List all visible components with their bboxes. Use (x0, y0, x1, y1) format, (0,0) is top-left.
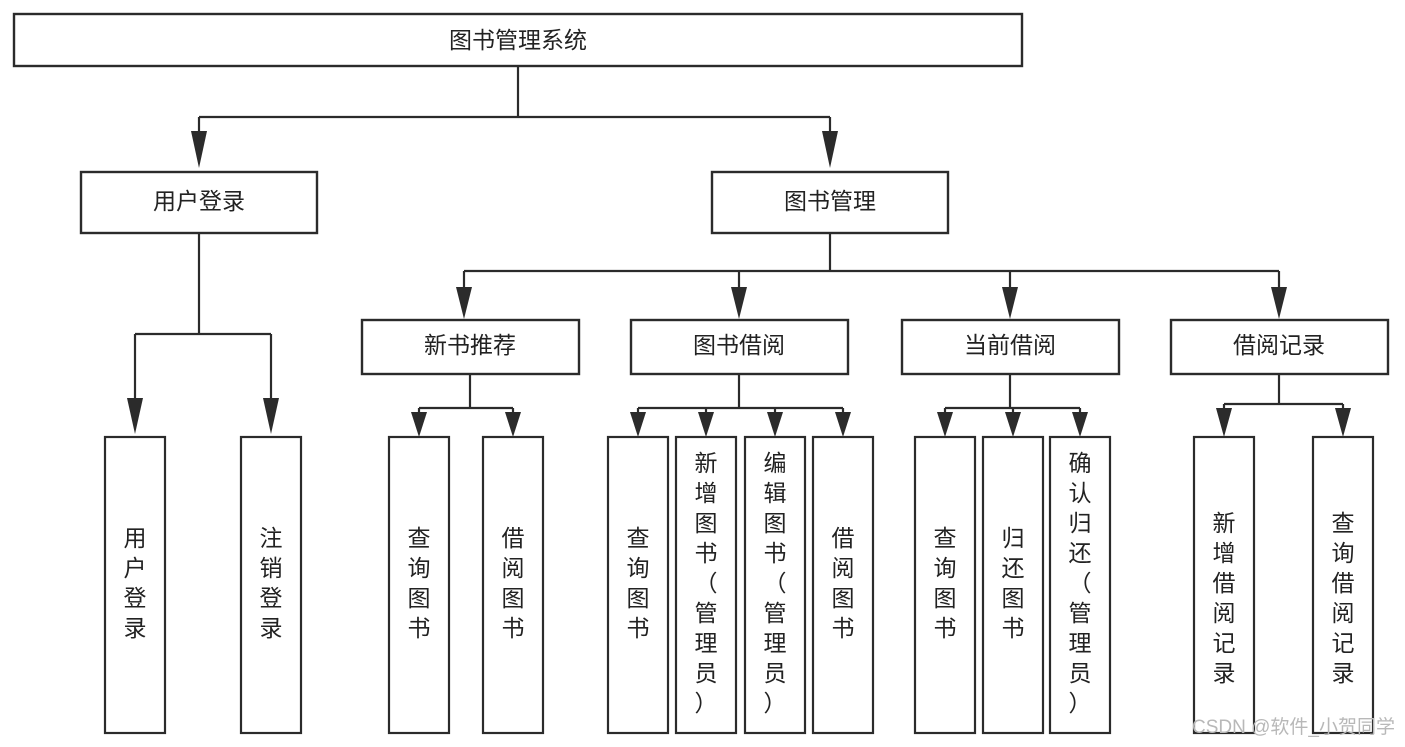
node-borrow-book-2-box[interactable] (811, 435, 875, 735)
node-edit-book-box[interactable] (743, 435, 807, 735)
node-book-management-label: 图书管理 (784, 188, 876, 214)
node-confirm-return-label: 确认归还（管理员） (1069, 450, 1092, 716)
arrow-head-add-book (698, 412, 714, 437)
node-add-book-box[interactable] (674, 435, 738, 735)
node-borrow-book-1[interactable]: 借阅图书 (481, 435, 545, 735)
node-confirm-return-box[interactable] (1048, 435, 1112, 735)
node-add-book[interactable]: 新增图书（管理员） (674, 435, 738, 735)
node-user-login-do-label: 用户登录 (124, 525, 147, 641)
node-borrow-record[interactable]: 借阅记录 (1169, 318, 1390, 376)
node-add-borrow-record-label: 新增借阅记录 (1213, 510, 1236, 686)
node-query-book-3[interactable]: 查询图书 (913, 435, 977, 735)
arrow-head-confirm-return (1072, 412, 1088, 437)
node-borrow-record-box[interactable] (1169, 318, 1390, 376)
node-book-borrow-box[interactable] (629, 318, 850, 376)
csdn-watermark: CSDN @软件_小贺同学 (1192, 716, 1395, 738)
arrow-head-current-borrow (1002, 287, 1018, 319)
node-borrow-book-1-label: 借阅图书 (502, 525, 525, 641)
node-query-borrow-record-box[interactable] (1311, 435, 1375, 735)
node-borrow-book-2-label: 借阅图书 (832, 525, 855, 641)
node-user-login-do[interactable]: 用户登录 (103, 435, 167, 735)
node-current-borrow-box[interactable] (900, 318, 1121, 376)
arrow-head-borrow-book-1 (505, 412, 521, 437)
arrow-head-book-borrow (731, 287, 747, 319)
connector-layer (127, 66, 1351, 437)
arrow-head-user-logout (263, 398, 279, 434)
node-user-login-label: 用户登录 (153, 188, 245, 214)
node-user-logout-box[interactable] (239, 435, 303, 735)
node-borrow-book-2[interactable]: 借阅图书 (811, 435, 875, 735)
arrow-head-query-book-3 (937, 412, 953, 437)
arrow-head-user-login-do (127, 398, 143, 434)
node-user-login-box[interactable] (79, 170, 319, 235)
node-new-book-recommend[interactable]: 新书推荐 (360, 318, 581, 376)
node-borrow-book-1-box[interactable] (481, 435, 545, 735)
node-root-label: 图书管理系统 (449, 27, 587, 53)
arrow-head-query-book-2 (630, 412, 646, 437)
arrow-head-add-borrow-record (1216, 408, 1232, 437)
arrow-head-query-borrow-record (1335, 408, 1351, 437)
node-query-book-2-label: 查询图书 (627, 525, 650, 641)
node-root-box[interactable] (12, 12, 1024, 68)
arrow-head-borrow-book-2 (835, 412, 851, 437)
node-query-book-3-label: 查询图书 (934, 525, 957, 641)
node-new-book-recommend-label: 新书推荐 (424, 332, 516, 358)
node-current-borrow-label: 当前借阅 (964, 332, 1056, 358)
node-return-book[interactable]: 归还图书 (981, 435, 1045, 735)
node-book-borrow[interactable]: 图书借阅 (629, 318, 850, 376)
node-user-login[interactable]: 用户登录 (79, 170, 319, 235)
arrow-head-borrow-record (1271, 287, 1287, 319)
node-borrow-record-label: 借阅记录 (1233, 332, 1325, 358)
node-book-management[interactable]: 图书管理 (710, 170, 950, 235)
arrow-head-user-login (191, 131, 207, 168)
arrow-head-book-management (822, 131, 838, 168)
node-query-book-3-box[interactable] (913, 435, 977, 735)
arrow-head-new-book-recommend (456, 287, 472, 319)
node-add-borrow-record[interactable]: 新增借阅记录 (1192, 435, 1256, 735)
node-user-logout[interactable]: 注销登录 (239, 435, 303, 735)
node-book-borrow-label: 图书借阅 (693, 332, 785, 358)
node-edit-book-label: 编辑图书（管理员） (764, 450, 787, 716)
node-query-book-1-box[interactable] (387, 435, 451, 735)
node-return-book-box[interactable] (981, 435, 1045, 735)
node-book-management-box[interactable] (710, 170, 950, 235)
arrow-head-edit-book (767, 412, 783, 437)
node-confirm-return[interactable]: 确认归还（管理员） (1048, 435, 1112, 735)
node-new-book-recommend-box[interactable] (360, 318, 581, 376)
node-query-borrow-record[interactable]: 查询借阅记录 (1311, 435, 1375, 735)
node-user-login-do-box[interactable] (103, 435, 167, 735)
node-query-book-1-label: 查询图书 (408, 525, 431, 641)
node-query-book-2[interactable]: 查询图书 (606, 435, 670, 735)
node-edit-book[interactable]: 编辑图书（管理员） (743, 435, 807, 735)
node-query-borrow-record-label: 查询借阅记录 (1332, 510, 1355, 686)
arrow-head-return-book (1005, 412, 1021, 437)
node-current-borrow[interactable]: 当前借阅 (900, 318, 1121, 376)
node-query-book-1[interactable]: 查询图书 (387, 435, 451, 735)
arrow-head-query-book-1 (411, 412, 427, 437)
node-user-logout-label: 注销登录 (260, 525, 283, 641)
node-add-book-label: 新增图书（管理员） (695, 450, 718, 716)
node-return-book-label: 归还图书 (1002, 525, 1025, 641)
node-root[interactable]: 图书管理系统 (12, 12, 1024, 68)
node-add-borrow-record-box[interactable] (1192, 435, 1256, 735)
node-query-book-2-box[interactable] (606, 435, 670, 735)
